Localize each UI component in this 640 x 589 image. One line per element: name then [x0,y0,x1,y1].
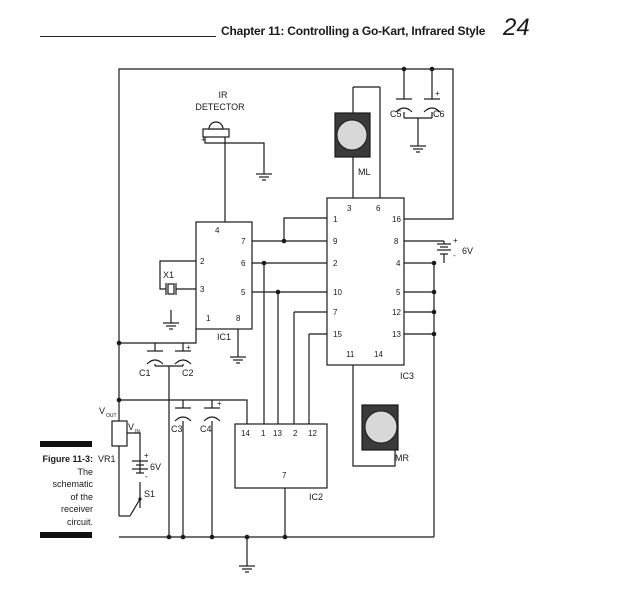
battery-label: 6V [462,246,473,256]
ic3-pin: 14 [374,350,383,359]
vr1-label: VR1 [98,454,116,464]
ic1-pin: 6 [241,259,246,268]
ic3-pin: 1 [333,215,338,224]
plus-sign: + [453,236,458,245]
figure-label: Figure 11-3: [42,454,93,464]
motor-label: MR [395,453,409,463]
caption-bar-bottom [40,532,92,538]
page-number: 24 [503,14,530,41]
ic1-pin: 5 [241,288,246,297]
ground-symbol [163,322,179,330]
ir-detector-label: IR [219,90,229,100]
caption-line: The [77,466,93,477]
ic1-pin: 4 [215,226,220,235]
capacitor-c1: C1 [139,350,164,378]
ic2-pin: 14 [241,429,250,438]
battery-right: + - 6V [437,236,473,260]
ic3-pin: 10 [333,288,342,297]
plus-sign: + [201,135,206,144]
ic3-pin: 16 [392,215,401,224]
crystal-x1: X1 [163,270,177,295]
ic3-pin: 8 [394,237,399,246]
ic3-pin: 15 [333,330,342,339]
vr1-vin-label: V [128,422,134,432]
ic1-pin: 8 [236,314,241,323]
battery-left: + - 6V [132,451,161,481]
ic1-pin: 7 [241,237,246,246]
capacitor-label: C1 [139,368,151,378]
caption-bar-top [40,441,92,447]
minus-sign: - [145,472,148,481]
header-rule [40,36,216,37]
capacitor-c4: + C4 [200,399,222,434]
regulator-vr1: V OUT V IN VR1 [98,406,140,464]
ic2-pin: 13 [273,429,282,438]
ic3-pin: 7 [333,308,338,317]
motor-label: ML [358,167,371,177]
ic1-label: IC1 [217,332,231,342]
vr1-vout-label: V [99,406,105,416]
caption-line: receiver [60,504,93,515]
caption-line: of the [70,491,93,502]
ic2-pin: 7 [282,471,287,480]
ic2: 14 1 13 2 12 7 IC2 [234,423,328,502]
motor-mr: MR [361,404,409,463]
figure-caption: Figure 11-3: The schematic of the receiv… [40,453,93,529]
capacitor-c2: + C2 [174,343,194,378]
battery-label: 6V [150,462,161,472]
ic3-pin: 2 [333,259,338,268]
ic2-pin: 1 [261,429,266,438]
ic3: 3 6 1 9 2 10 7 15 16 8 4 5 12 13 11 14 I… [326,197,414,381]
crystal-label: X1 [163,270,174,280]
capacitor-label: C3 [171,424,183,434]
motor-ml: ML [334,112,371,177]
ground-symbol [410,145,426,153]
ic3-label: IC3 [400,371,414,381]
ic3-pin: 5 [396,288,401,297]
caption-line: schematic [52,479,93,490]
plus-sign: + [435,89,440,98]
ic3-pin: 9 [333,237,338,246]
plus-sign: + [144,451,149,460]
capacitor-label: C5 [390,109,402,119]
ic1-pin: 1 [206,314,211,323]
chapter-title: Chapter 11: Controlling a Go-Kart, Infra… [221,24,486,38]
switch-label: S1 [144,489,155,499]
ic3-pin: 4 [396,259,401,268]
ic3-pin: 3 [347,204,352,213]
minus-sign: - [453,251,456,260]
ic3-pin: 11 [346,350,355,359]
caption-line: circuit. [66,516,93,527]
ic3-pin: 6 [376,204,381,213]
ir-detector-label: DETECTOR [195,102,245,112]
vr1-vin-sub: IN [135,429,140,435]
ic1: 4 7 6 5 2 3 1 8 IC1 [195,221,253,342]
ic2-pin: 2 [293,429,298,438]
plus-sign: + [217,399,222,408]
capacitor-c6: + C6 [423,89,445,119]
ic2-pin: 12 [308,429,317,438]
ic1-pin: 2 [200,257,205,266]
ic2-label: IC2 [309,492,323,502]
vr1-vout-sub: OUT [106,413,117,419]
ir-detector: IR DETECTOR + [195,90,245,144]
ground-symbol [230,356,246,364]
capacitor-c5: C5 [390,98,413,119]
ground-symbol [239,565,255,573]
plus-sign: + [186,343,191,352]
junction-dots [116,66,437,540]
ic3-pin: 12 [392,308,401,317]
ground-symbol [256,173,272,181]
ic3-pin: 13 [392,330,401,339]
switch-s1: S1 [138,489,155,501]
capacitor-c3: C3 [171,407,192,434]
ic1-pin: 3 [200,285,205,294]
wires [118,68,454,566]
capacitor-label: C4 [200,424,212,434]
capacitor-label: C2 [182,368,194,378]
capacitor-label: C6 [433,109,445,119]
